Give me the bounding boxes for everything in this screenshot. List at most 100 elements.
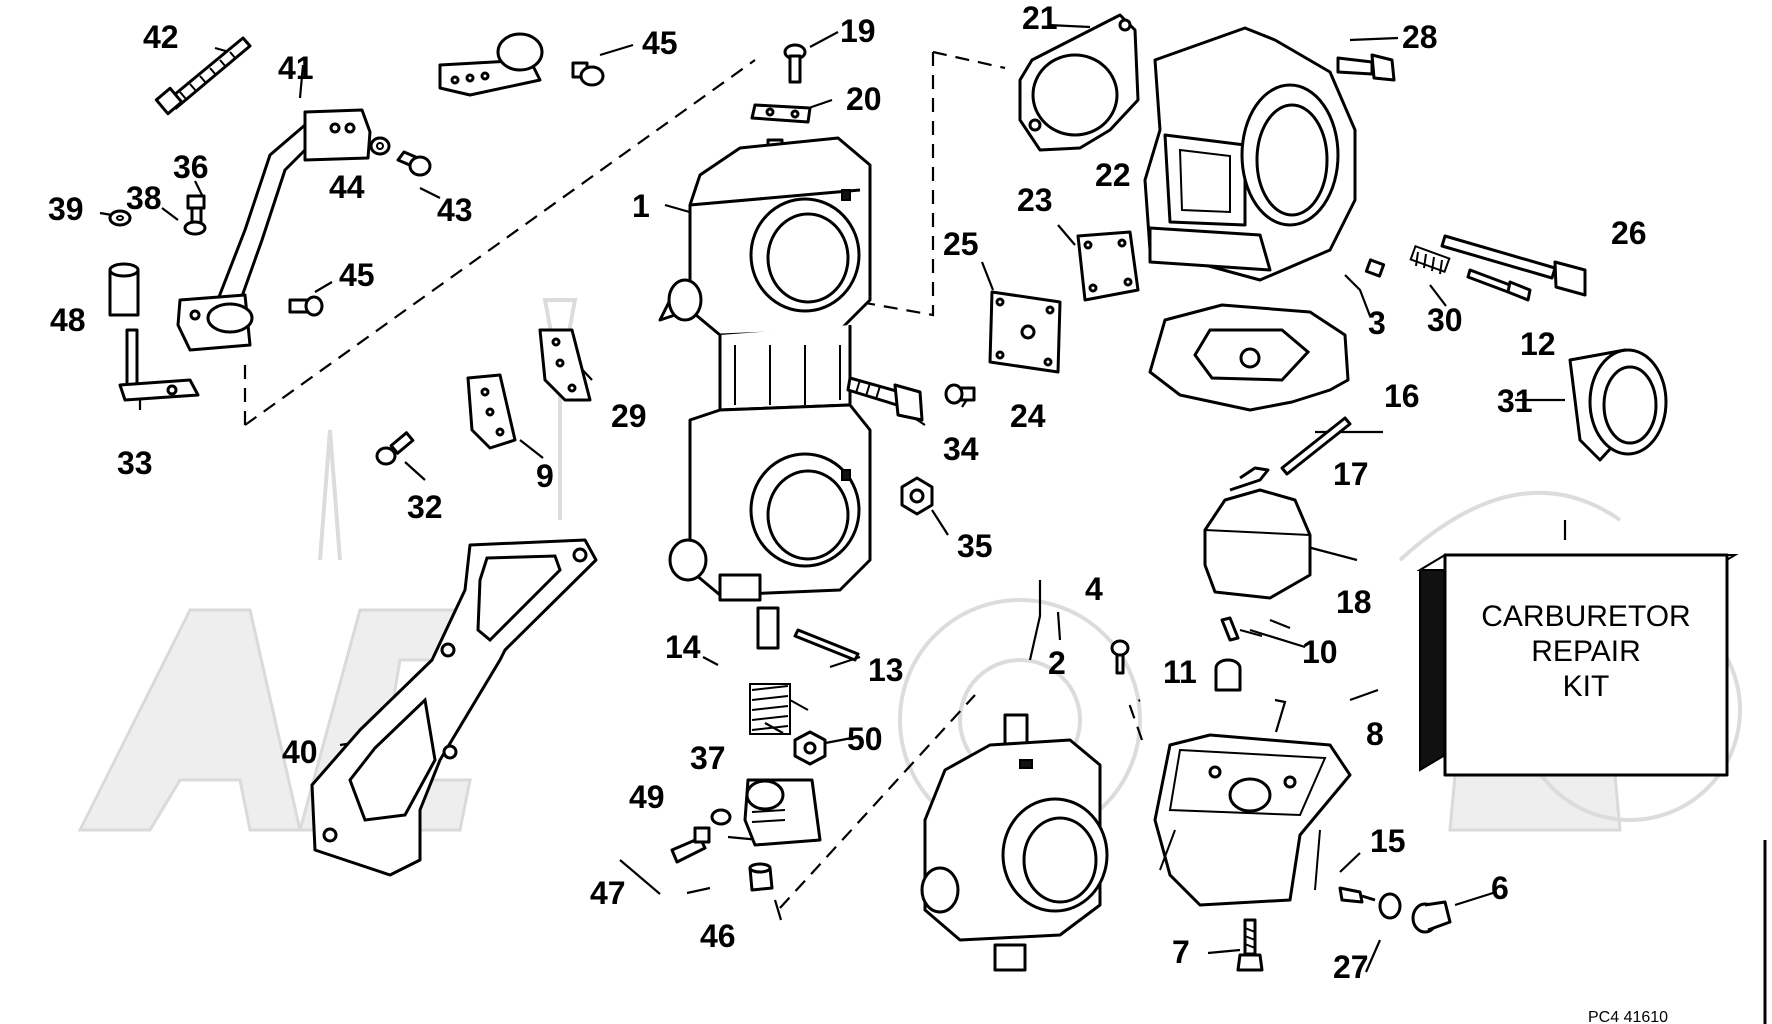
label-7: 7 [1172, 934, 1190, 970]
label-19: 19 [840, 13, 876, 49]
label-49: 49 [629, 779, 665, 815]
label-4: 4 [1085, 571, 1103, 607]
part-9-gasket [466, 373, 517, 450]
part-34-bolt [846, 376, 924, 422]
label-29: 29 [611, 398, 647, 434]
part-29-gasket [538, 328, 592, 402]
part-23-diaphragm [1076, 230, 1140, 302]
label-32: 32 [407, 489, 443, 525]
label-15: 15 [1370, 823, 1406, 859]
part-18-float [1203, 466, 1312, 600]
label-23: 23 [1017, 182, 1053, 218]
label-45-left: 45 [339, 257, 375, 293]
part-25-cover [988, 290, 1062, 374]
part-12-needle [1466, 268, 1532, 302]
label-36: 36 [173, 149, 209, 185]
part-39-washer [108, 209, 132, 227]
part-41-throttle-lever [176, 108, 372, 352]
label-18: 18 [1336, 584, 1372, 620]
part-45-screw-top [571, 61, 605, 87]
part-4-jet [1110, 639, 1130, 675]
label-46: 46 [700, 918, 736, 954]
assembly-lines [243, 50, 1144, 909]
part-38-washer [183, 220, 207, 236]
part-26-bolt [1440, 234, 1587, 297]
label-35: 35 [957, 528, 993, 564]
part-number-labels: 21 19 28 42 45 41 20 36 22 44 43 23 38 3… [48, 0, 1647, 985]
part-16-gasket [1148, 303, 1350, 412]
label-3: 3 [1368, 305, 1386, 341]
label-27: 27 [1333, 949, 1369, 985]
label-24: 24 [1010, 398, 1046, 434]
part-7-screw [1236, 918, 1264, 972]
part-22-housing [1143, 26, 1357, 282]
part-2-throttle-body [920, 713, 1109, 972]
part-27-washer [1378, 892, 1402, 920]
label-33: 33 [117, 445, 153, 481]
label-37: 37 [690, 740, 726, 776]
label-38: 38 [126, 180, 162, 216]
part-43-screw [396, 150, 432, 177]
part-24-screw [944, 383, 976, 405]
label-31: 31 [1497, 383, 1533, 419]
label-11: 11 [1163, 654, 1197, 690]
part-19-screw [783, 43, 807, 84]
part-6-plug [1411, 900, 1452, 934]
part-45-screw-left [288, 295, 324, 317]
part-42-screw [154, 36, 252, 116]
label-41: 41 [278, 50, 314, 86]
label-43: 43 [437, 192, 473, 228]
label-16: 16 [1384, 378, 1420, 414]
part-11-plug [1214, 658, 1242, 692]
catalog-code: PC4 41610 [1588, 1009, 1668, 1024]
part-31-ring [1568, 348, 1668, 462]
label-39: 39 [48, 191, 84, 227]
label-8: 8 [1366, 716, 1384, 752]
label-13: 13 [868, 652, 904, 688]
label-14: 14 [665, 629, 701, 665]
kit-text-line-2: REPAIR [1531, 635, 1640, 668]
kit-text-line-3: KIT [1563, 670, 1610, 703]
part-3-screw [1364, 258, 1386, 278]
part-44-washer [369, 136, 391, 156]
label-42: 42 [143, 19, 179, 55]
carburetor-repair-kit-box: CARBURETOR REPAIR KIT [1416, 553, 1739, 777]
label-6: 6 [1491, 870, 1509, 906]
label-1: 1 [632, 188, 650, 224]
label-44: 44 [329, 169, 365, 205]
label-26: 26 [1611, 215, 1647, 251]
label-17: 17 [1333, 456, 1369, 492]
label-45-top: 45 [642, 25, 678, 61]
part-17-rod [1280, 416, 1352, 476]
part-46-cap [748, 862, 774, 892]
part-8-float-bowl [1153, 733, 1352, 907]
part-45-link-top [438, 32, 544, 97]
part-21-gasket [1018, 13, 1140, 152]
part-20-plate [750, 103, 812, 124]
label-12: 12 [1520, 326, 1556, 362]
part-40-gasket [310, 538, 598, 877]
label-40: 40 [282, 734, 318, 770]
part-30-spring [1409, 244, 1451, 275]
label-20: 20 [846, 81, 882, 117]
part-33-throttle-arm [118, 328, 200, 402]
label-50: 50 [847, 721, 883, 757]
label-10: 10 [1302, 634, 1338, 670]
part-47-screw [670, 826, 711, 864]
part-13-pin [793, 628, 860, 662]
label-28: 28 [1402, 19, 1438, 55]
part-10-pin [1220, 616, 1263, 642]
part-28-screw [1336, 53, 1396, 82]
label-47: 47 [590, 875, 626, 911]
label-25: 25 [943, 226, 979, 262]
label-21: 21 [1022, 0, 1058, 36]
part-32-screw [375, 431, 415, 466]
label-22: 22 [1095, 157, 1131, 193]
part-1-carburetor-body [658, 136, 872, 650]
label-2: 2 [1048, 645, 1066, 681]
part-14-spring [749, 683, 809, 735]
part-49-washer [710, 808, 732, 826]
part-48-bushing [108, 262, 140, 317]
